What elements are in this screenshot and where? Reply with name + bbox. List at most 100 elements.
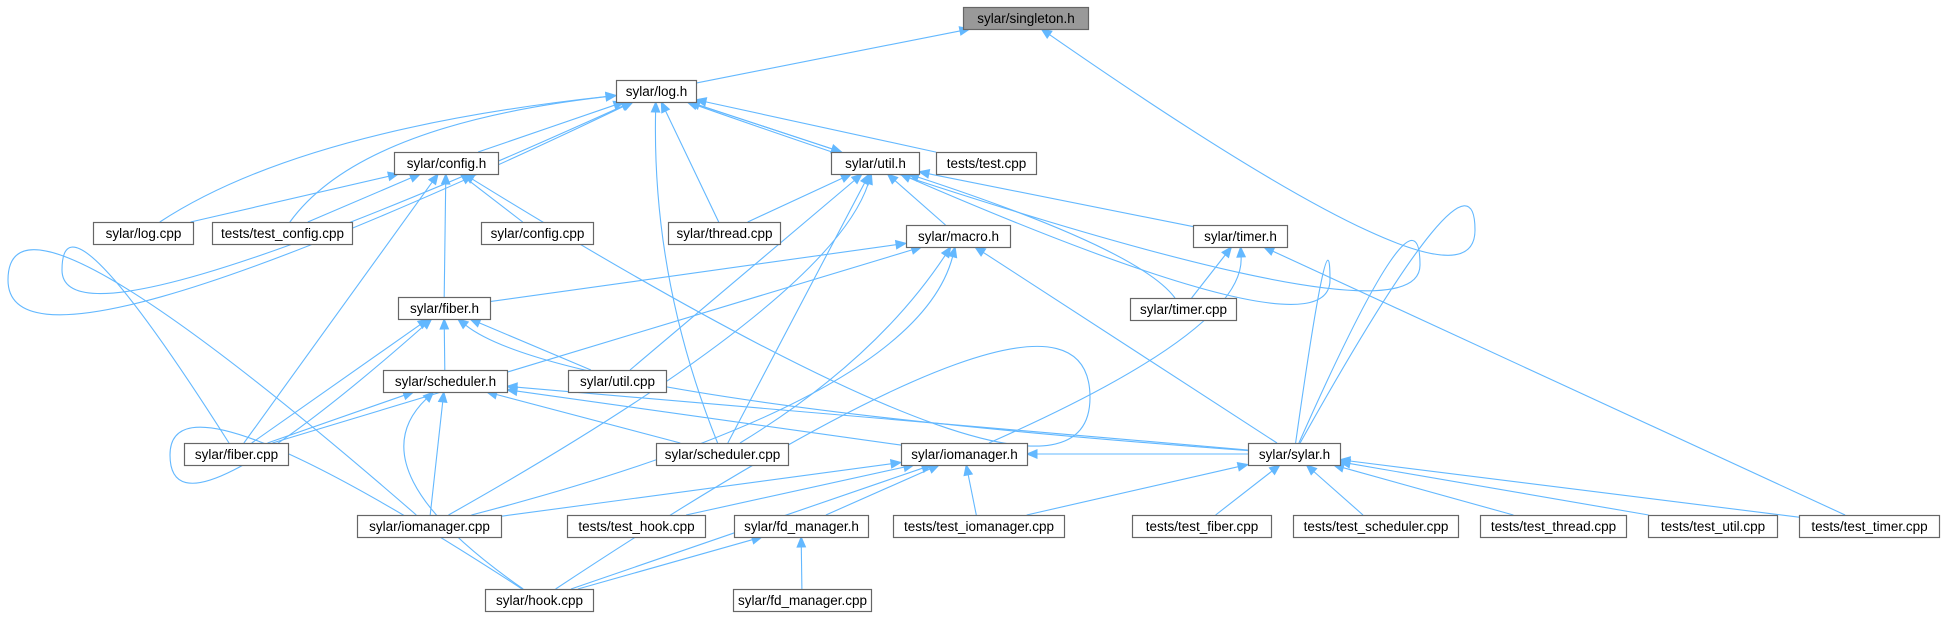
node-label: sylar/config.cpp xyxy=(491,226,585,241)
node-test-fiber-cpp[interactable]: tests/test_fiber.cpp xyxy=(1131,514,1273,539)
node-label: sylar/config.h xyxy=(407,156,487,171)
edge-fd-manager-cpp-to-fd-manager-h xyxy=(796,535,807,590)
node-box xyxy=(211,221,354,246)
node-hook-cpp[interactable]: sylar/hook.cpp xyxy=(484,588,595,613)
node-fd-manager-h[interactable]: sylar/fd_manager.h xyxy=(733,514,870,539)
edge-test-config-cpp-to-log-h xyxy=(289,91,618,223)
node-test-config-cpp[interactable]: tests/test_config.cpp xyxy=(211,221,354,246)
edge-sylar-h-to-log-h xyxy=(686,100,1421,444)
node-test-iomanager-cpp[interactable]: tests/test_iomanager.cpp xyxy=(892,514,1066,539)
node-test-timer-cpp[interactable]: tests/test_timer.cpp xyxy=(1798,514,1941,539)
node-test-util-cpp[interactable]: tests/test_util.cpp xyxy=(1647,514,1779,539)
node-test-thread-cpp[interactable]: tests/test_thread.cpp xyxy=(1479,514,1628,539)
node-box xyxy=(732,588,873,613)
node-box xyxy=(935,151,1038,176)
node-label: tests/test_config.cpp xyxy=(221,226,344,241)
node-box xyxy=(1247,442,1342,467)
node-box xyxy=(567,369,668,394)
edge-macro-h-to-util-h xyxy=(886,173,946,226)
node-sylar-h[interactable]: sylar/sylar.h xyxy=(1247,442,1342,467)
edge-sylar-h-to-util-h xyxy=(899,173,1331,444)
node-label: tests/test_hook.cpp xyxy=(578,519,694,534)
node-label: sylar/util.h xyxy=(845,156,906,171)
node-label: tests/test_iomanager.cpp xyxy=(904,519,1054,534)
node-fiber-h[interactable]: sylar/fiber.h xyxy=(397,296,492,321)
edge-thread-cpp-to-util-h xyxy=(747,173,853,223)
edge-sylar-h-to-iomanager-h xyxy=(1025,449,1248,459)
edge-scheduler-h-to-fiber-h xyxy=(439,317,450,371)
node-test-hook-cpp[interactable]: tests/test_hook.cpp xyxy=(566,514,707,539)
node-singleton-h[interactable]: sylar/singleton.h xyxy=(962,6,1090,31)
edge-log-h-to-util-h xyxy=(689,101,843,154)
node-box xyxy=(1292,514,1460,539)
node-box xyxy=(615,79,698,104)
node-box xyxy=(397,296,492,321)
node-log-h[interactable]: sylar/log.h xyxy=(615,79,698,104)
node-label: sylar/log.cpp xyxy=(106,226,182,241)
edge-layer xyxy=(7,26,1846,590)
node-box xyxy=(382,369,509,394)
node-label: sylar/macro.h xyxy=(918,229,999,244)
node-util-cpp[interactable]: sylar/util.cpp xyxy=(567,369,668,394)
node-label: sylar/thread.cpp xyxy=(676,226,772,241)
node-fiber-cpp[interactable]: sylar/fiber.cpp xyxy=(183,442,290,467)
edge-test-iomanager-cpp-to-iomanager-h xyxy=(963,463,977,516)
edge-test-fiber-cpp-to-sylar-h xyxy=(1215,464,1281,516)
node-thread-cpp[interactable]: sylar/thread.cpp xyxy=(667,221,782,246)
node-label: sylar/fiber.cpp xyxy=(195,447,278,462)
edge-iomanager-cpp-to-log-h xyxy=(7,101,635,516)
edge-fiber-h-to-config-h xyxy=(440,172,451,298)
node-label: sylar/iomanager.cpp xyxy=(369,519,490,534)
node-label: sylar/util.cpp xyxy=(580,374,655,389)
node-label: tests/test_util.cpp xyxy=(1661,519,1765,534)
node-iomanager-cpp[interactable]: sylar/iomanager.cpp xyxy=(356,514,503,539)
node-log-cpp[interactable]: sylar/log.cpp xyxy=(92,221,195,246)
node-timer-h[interactable]: sylar/timer.h xyxy=(1192,224,1289,249)
edge-scheduler-cpp-to-util-h xyxy=(727,172,870,444)
node-box xyxy=(830,151,921,176)
node-box xyxy=(1647,514,1779,539)
node-macro-h[interactable]: sylar/macro.h xyxy=(905,224,1012,249)
node-util-h[interactable]: sylar/util.h xyxy=(830,151,921,176)
node-label: sylar/fd_manager.cpp xyxy=(738,593,867,608)
node-label: sylar/timer.h xyxy=(1204,229,1277,244)
node-box xyxy=(905,224,1012,249)
edge-iomanager-cpp-to-scheduler-h xyxy=(429,390,448,516)
node-label: tests/test_scheduler.cpp xyxy=(1304,519,1449,534)
node-box xyxy=(484,588,595,613)
node-box xyxy=(667,221,782,246)
node-config-cpp[interactable]: sylar/config.cpp xyxy=(480,221,595,246)
node-box xyxy=(92,221,195,246)
node-iomanager-h[interactable]: sylar/iomanager.h xyxy=(900,442,1029,467)
node-label: sylar/fd_manager.h xyxy=(744,519,859,534)
node-timer-cpp[interactable]: sylar/timer.cpp xyxy=(1129,297,1238,322)
node-label: sylar/scheduler.h xyxy=(395,374,496,389)
node-config-h[interactable]: sylar/config.h xyxy=(393,151,500,176)
edge-log-h-to-singleton-h xyxy=(695,26,972,84)
node-box xyxy=(1479,514,1628,539)
node-label: tests/test.cpp xyxy=(947,156,1027,171)
edge-sylar-h-to-singleton-h xyxy=(1040,28,1476,444)
node-label: sylar/fiber.h xyxy=(410,301,479,316)
edge-timer-h-to-util-h xyxy=(917,169,1194,228)
edge-util-cpp-to-fiber-h xyxy=(468,318,592,371)
node-box xyxy=(900,442,1029,467)
node-box xyxy=(655,442,790,467)
edge-test-hook-cpp-to-iomanager-h xyxy=(685,462,916,516)
edge-fiber-cpp-to-config-h xyxy=(243,172,439,444)
edge-test-scheduler-cpp-to-sylar-h xyxy=(1305,464,1364,516)
node-test-scheduler-cpp[interactable]: tests/test_scheduler.cpp xyxy=(1292,514,1460,539)
node-fd-manager-cpp[interactable]: sylar/fd_manager.cpp xyxy=(732,588,873,613)
edge-fd-manager-h-to-iomanager-h xyxy=(825,464,941,516)
node-scheduler-h[interactable]: sylar/scheduler.h xyxy=(382,369,509,394)
node-test-cpp[interactable]: tests/test.cpp xyxy=(935,151,1038,176)
edge-test-iomanager-cpp-to-sylar-h xyxy=(1026,462,1250,516)
node-box xyxy=(566,514,707,539)
edge-sylar-h-to-fiber-h xyxy=(456,318,1249,452)
edge-timer-cpp-to-timer-h xyxy=(1191,245,1233,299)
edge-log-cpp-to-log-h xyxy=(159,91,618,223)
node-label: sylar/scheduler.cpp xyxy=(665,447,781,462)
edge-test-timer-cpp-to-sylar-h xyxy=(1338,456,1800,518)
node-scheduler-cpp[interactable]: sylar/scheduler.cpp xyxy=(655,442,790,467)
